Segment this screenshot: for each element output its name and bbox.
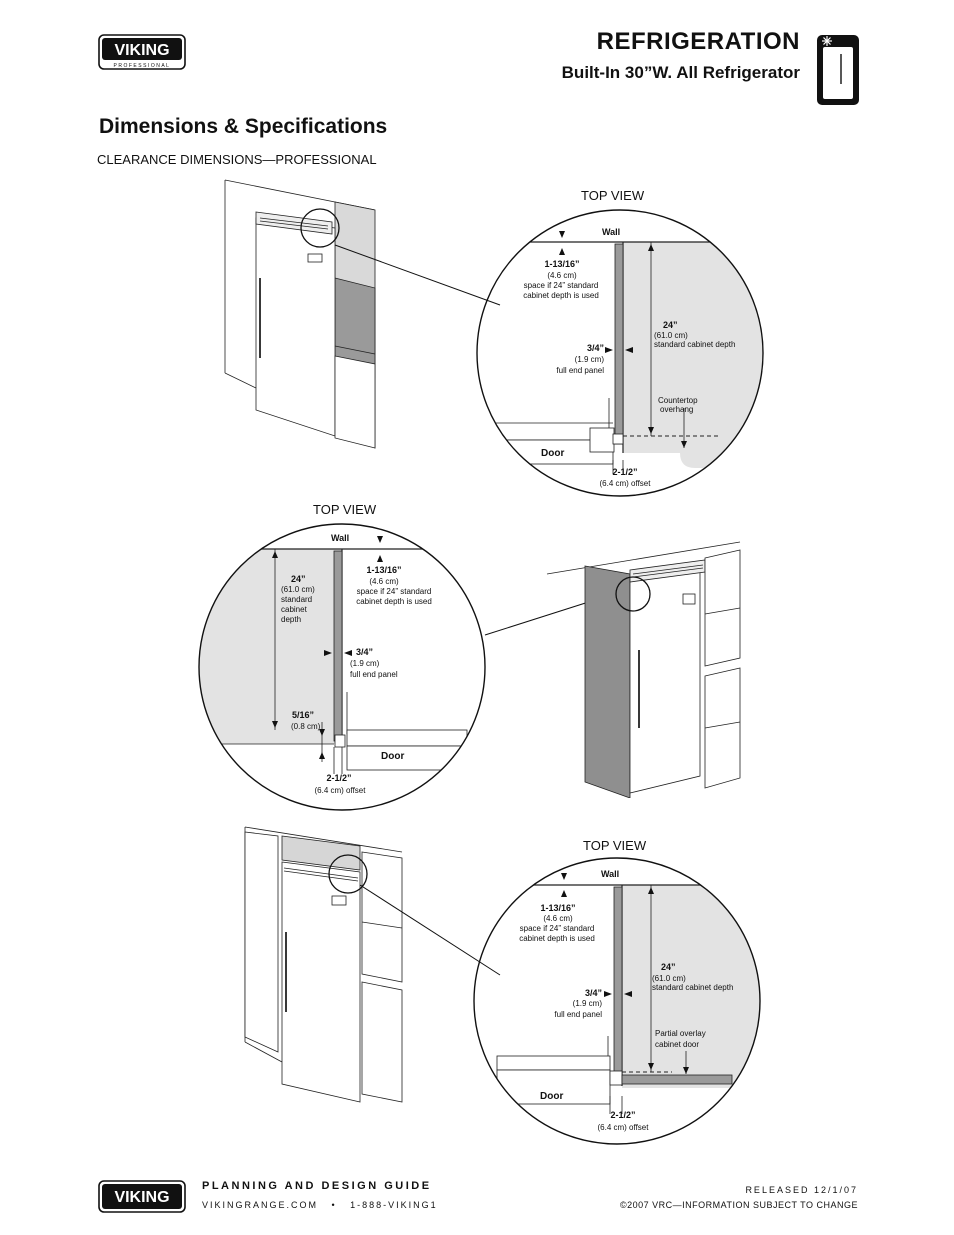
viking-logo-footer: VIKING <box>98 1180 186 1213</box>
refrigerator-icon <box>817 35 859 105</box>
callout-3b: cabinet door <box>655 1040 700 1049</box>
dim-offset-note-1: (6.4 cm) offset <box>599 479 651 488</box>
page-title: Dimensions & Specifications <box>99 115 388 138</box>
top-view-circle-1 <box>476 209 764 497</box>
dim-offset-value-1: 2-1/2” <box>612 467 638 477</box>
top-view-label-2: TOP VIEW <box>313 502 377 517</box>
door-label-3: Door <box>540 1091 564 1102</box>
dim-top-note-1a: space if 24” standard <box>523 281 599 290</box>
wall-label-1: Wall <box>602 227 621 237</box>
wall-label-2: Wall <box>331 533 350 543</box>
callout-3a: Partial overlay <box>655 1029 706 1038</box>
dim-depth-note-2a: standard <box>281 595 313 604</box>
dim-offset-note-3: (6.4 cm) offset <box>597 1123 649 1132</box>
dim-depth-note-2b: cabinet <box>281 605 307 614</box>
top-view-circle-2 <box>198 523 486 811</box>
dim-top-note-3b: cabinet depth is used <box>519 934 595 943</box>
dim-gap-value-2: 5/16” <box>292 710 315 720</box>
dim-top-value-1: 1-13/16” <box>544 259 580 269</box>
dim-panel-metric-3: (1.9 cm) <box>572 999 602 1008</box>
dim-top-note-2b: cabinet depth is used <box>356 597 432 606</box>
dim-depth-value-3: 24” <box>661 962 676 972</box>
brand-name: VIKING <box>114 42 169 59</box>
dim-depth-metric-1: (61.0 cm) <box>654 331 688 340</box>
dim-depth-note-3: standard cabinet depth <box>652 983 734 992</box>
dim-panel-metric-1: (1.9 cm) <box>574 355 604 364</box>
top-view-label-3: TOP VIEW <box>583 838 647 853</box>
brand-name-footer: VIKING <box>114 1189 169 1206</box>
dim-panel-note-2: full end panel <box>350 670 398 679</box>
dim-top-note-2a: space if 24” standard <box>356 587 432 596</box>
dim-offset-value-3: 2-1/2” <box>610 1110 636 1120</box>
installation-illustration-3 <box>244 826 403 1103</box>
callout-1a: Countertop <box>658 396 698 405</box>
footer-guide: PLANNING AND DESIGN GUIDE <box>202 1180 432 1192</box>
dim-offset-value-2: 2-1/2” <box>326 773 352 783</box>
top-view-label-1: TOP VIEW <box>581 188 645 203</box>
dim-depth-note-2c: depth <box>281 615 302 624</box>
dim-depth-metric-3: (61.0 cm) <box>652 974 686 983</box>
dim-gap-metric-2: (0.8 cm) <box>291 722 321 731</box>
footer-copyright: ©2007 VRC—INFORMATION SUBJECT TO CHANGE <box>619 1200 858 1210</box>
leader-line-1 <box>334 244 501 306</box>
dim-panel-metric-2: (1.9 cm) <box>350 659 380 668</box>
dim-top-metric-3: (4.6 cm) <box>543 914 573 923</box>
dim-top-metric-1: (4.6 cm) <box>547 271 577 280</box>
dim-panel-value-2: 3/4” <box>356 647 374 657</box>
section-title: CLEARANCE DIMENSIONS—PROFESSIONAL <box>97 152 377 167</box>
dim-panel-value-3: 3/4” <box>584 988 602 998</box>
dim-panel-note-1: full end panel <box>556 366 604 375</box>
dim-depth-value-2: 24” <box>291 574 306 584</box>
installation-illustration-1 <box>224 179 376 449</box>
dim-depth-metric-2: (61.0 cm) <box>281 585 315 594</box>
footer-contact: VIKINGRANGE.COM • 1-888-VIKING1 <box>202 1200 438 1210</box>
dim-top-note-3a: space if 24” standard <box>519 924 595 933</box>
dim-top-value-2: 1-13/16” <box>366 565 402 575</box>
installation-illustration-2 <box>546 541 741 798</box>
dim-offset-note-2: (6.4 cm) offset <box>314 786 366 795</box>
dim-depth-note-1: standard cabinet depth <box>654 340 736 349</box>
category-subtitle: Built-In 30”W. All Refrigerator <box>561 63 800 82</box>
dim-top-note-1b: cabinet depth is used <box>523 291 599 300</box>
dim-top-metric-2: (4.6 cm) <box>369 577 399 586</box>
door-label-2: Door <box>381 751 405 762</box>
wall-label-3: Wall <box>601 869 620 879</box>
leader-line-3 <box>359 884 501 976</box>
top-view-circle-3 <box>473 857 761 1145</box>
viking-logo: VIKING PROFESSIONAL <box>98 34 186 70</box>
dim-panel-note-3: full end panel <box>554 1010 602 1019</box>
dim-depth-value-1: 24” <box>663 320 678 330</box>
dim-panel-value-1: 3/4” <box>586 343 604 353</box>
door-label-1: Door <box>541 448 565 459</box>
dim-top-value-3: 1-13/16” <box>540 903 576 913</box>
brand-tagline: PROFESSIONAL <box>114 63 171 69</box>
category-title: REFRIGERATION <box>596 28 800 55</box>
callout-1b: overhang <box>660 405 694 414</box>
footer-released: RELEASED 12/1/07 <box>745 1185 858 1195</box>
